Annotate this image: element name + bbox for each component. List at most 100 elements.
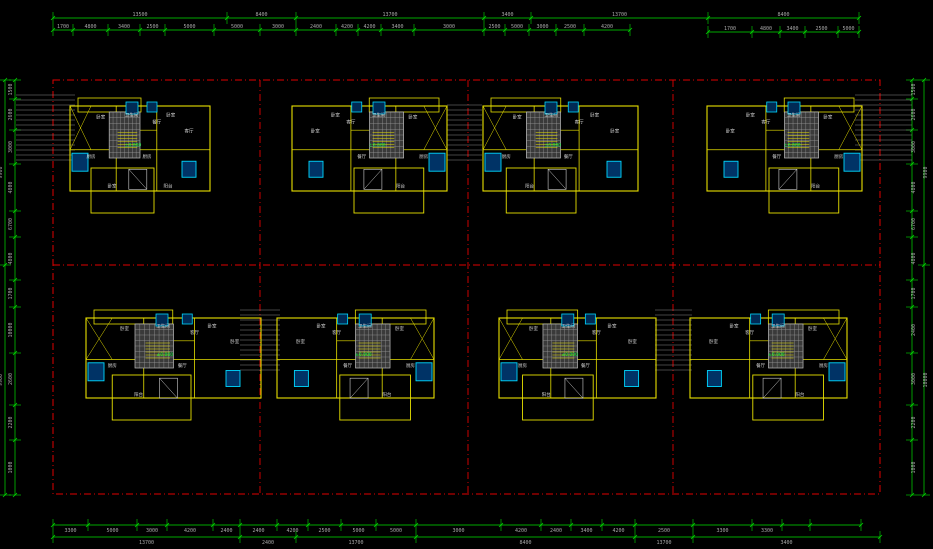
elevation-mark: ±0.000 [768, 352, 785, 358]
bathtub-fixture [723, 160, 739, 178]
tick-mark [909, 350, 915, 356]
room-label: 餐厅 [772, 153, 781, 160]
bathroom-fixture [358, 313, 372, 327]
room-label: 餐厅 [756, 362, 765, 369]
roof-line [498, 317, 523, 360]
tick-mark [921, 492, 927, 498]
bathroom-fixture [561, 313, 575, 327]
dimension-label: 2400 [220, 528, 232, 534]
tick-mark [777, 29, 783, 35]
dimension-label: 3400 [580, 528, 592, 534]
tick-mark [50, 522, 56, 528]
dimension-label: 9900 [0, 374, 4, 386]
upper-wing-wall [93, 309, 174, 325]
upper-wing-wall [506, 309, 579, 325]
room-label: 客厅 [185, 128, 194, 135]
roof-line [823, 317, 848, 360]
dimension-label: 3000 [911, 373, 917, 385]
dimension-label: 2500 [658, 528, 670, 534]
dimension-label: 4200 [363, 24, 375, 30]
lower-wing-wall [111, 374, 192, 421]
tick-mark [12, 161, 18, 167]
tick-mark [632, 522, 638, 528]
tick-mark [526, 27, 532, 33]
dimension-label: 3400 [786, 26, 798, 32]
upper-wing-wall [354, 309, 427, 325]
elevator-cross [349, 378, 369, 399]
dimension-label: 2500 [564, 24, 576, 30]
dimension-label: 4200 [286, 528, 298, 534]
room-label: 卫生间 [358, 323, 372, 330]
room-label: 卧室 [746, 111, 755, 118]
dimension-label: 3400 [391, 24, 403, 30]
room-label: 卫生间 [787, 111, 801, 118]
tick-mark [921, 77, 927, 83]
room-label: 卧室 [808, 325, 817, 332]
dimension-label: 3300 [716, 528, 728, 534]
room-label: 卧室 [316, 323, 325, 330]
dimension-label: 3400 [118, 24, 130, 30]
tick-mark [909, 277, 915, 283]
dimension-label: 5000 [183, 24, 195, 30]
bathroom-fixture [125, 101, 139, 115]
dimension-label: 2400 [262, 540, 274, 546]
tick-mark [12, 437, 18, 443]
bathtub-fixture [415, 362, 433, 382]
lower-wing-wall [505, 167, 577, 214]
dimension-label: 2500 [146, 24, 158, 30]
tick-mark [12, 304, 18, 310]
dimension-label: 4800 [8, 181, 14, 193]
dimension-label: 4800 [911, 252, 917, 264]
dimension-label: 3300 [64, 528, 76, 534]
tick-mark [12, 208, 18, 214]
room-label: 餐厅 [357, 153, 366, 160]
room-label: 餐厅 [152, 118, 161, 125]
dimension-label: 1500 [911, 83, 917, 95]
building-unit-7: 卧室卫生间卧室厨房餐厅客厅卧室阳台±0.000 [498, 309, 657, 421]
room-label: 卧室 [230, 338, 239, 345]
dimension-label: 3000 [911, 141, 917, 153]
bathtub-fixture [225, 370, 241, 387]
dimension-label: 4200 [184, 528, 196, 534]
dimension-label: 4800 [760, 26, 772, 32]
tick-mark [2, 492, 8, 498]
dimension-label: 5000 [231, 24, 243, 30]
dimension-label: 4800 [8, 252, 14, 264]
elevator-shaft [128, 169, 148, 190]
room-label: 厨房 [143, 153, 152, 160]
dimension-label: 2400 [252, 528, 264, 534]
room-label: 卧室 [166, 111, 175, 118]
room-label: 餐厅 [343, 362, 352, 369]
dimension-label: 5000 [842, 26, 854, 32]
tick-mark [528, 15, 534, 21]
room-label: 卧室 [610, 128, 619, 135]
dimension-label: 2500 [318, 528, 330, 534]
room-label: 卧室 [726, 128, 735, 135]
bathroom-fixture [771, 313, 785, 327]
room-label: 阳台 [164, 183, 173, 190]
tick-mark [856, 15, 862, 21]
dimension-label: 8400 [519, 540, 531, 546]
dimension-label: 9900 [923, 166, 929, 178]
room-label: 客厅 [346, 118, 355, 125]
room-label: 餐厅 [581, 362, 590, 369]
tick-mark [12, 277, 18, 283]
elevator-cross [564, 378, 584, 399]
dimension-label: 3000 [452, 528, 464, 534]
dimension-label: 5000 [511, 24, 523, 30]
bathtub-fixture [428, 152, 446, 172]
elevator-cross [778, 169, 798, 190]
room-label: 卧室 [590, 111, 599, 118]
tick-mark [909, 234, 915, 240]
tick-mark [12, 127, 18, 133]
elevation-mark: ±0.000 [784, 142, 801, 148]
building-unit-5: 卧室卫生间卧室厨房餐厅客厅卧室阳台±0.000 [85, 309, 262, 421]
tick-mark [333, 27, 339, 33]
bathtub-fixture [71, 152, 89, 172]
dimension-label: 6700 [911, 218, 917, 230]
tick-mark [211, 27, 217, 33]
elevator-shaft [564, 377, 584, 399]
